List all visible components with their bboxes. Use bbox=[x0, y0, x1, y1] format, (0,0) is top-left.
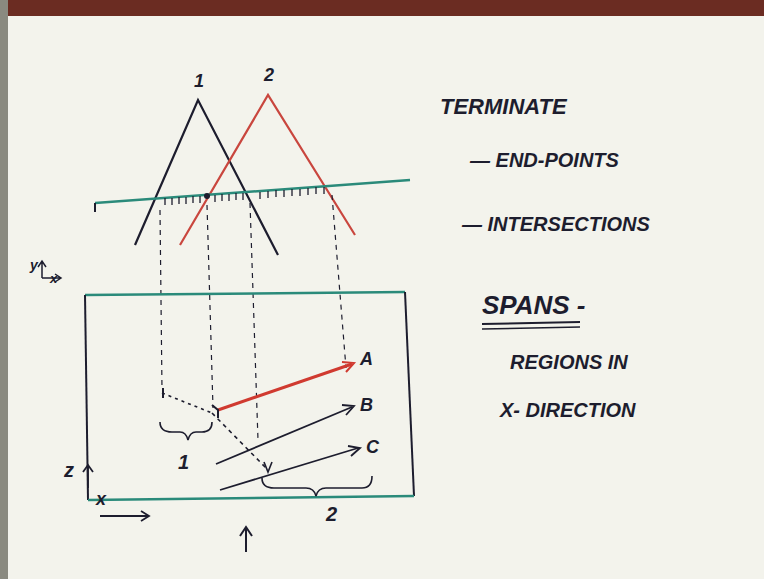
note-text: — END-POINTS bbox=[470, 150, 619, 170]
projection-lines bbox=[160, 195, 346, 440]
span-brace bbox=[262, 476, 372, 496]
scan-line bbox=[95, 180, 410, 203]
line-c bbox=[220, 448, 358, 490]
axis-label: x bbox=[50, 272, 57, 285]
plane-right bbox=[405, 292, 414, 496]
axis-label: y bbox=[30, 258, 38, 272]
line-label: C bbox=[366, 438, 379, 456]
segment-end bbox=[212, 405, 218, 418]
axis-label: z bbox=[64, 460, 74, 480]
axis-arrow bbox=[38, 261, 46, 278]
span-number: 1 bbox=[178, 452, 189, 472]
underline bbox=[482, 322, 580, 324]
line-label: B bbox=[360, 396, 373, 414]
intersection-dot bbox=[204, 193, 210, 199]
hidden-segment bbox=[162, 393, 212, 413]
underline bbox=[482, 327, 580, 329]
note-text: SPANS - bbox=[482, 292, 586, 318]
span-number: 2 bbox=[326, 504, 337, 524]
arrow-a bbox=[342, 362, 354, 372]
polygon-2 bbox=[180, 95, 355, 245]
scan-hatching bbox=[165, 187, 324, 205]
axis-label: x bbox=[96, 490, 106, 508]
note-text: REGIONS IN bbox=[510, 352, 628, 372]
plane-top bbox=[85, 292, 405, 295]
line-label: A bbox=[360, 350, 373, 368]
polygon-number: 1 bbox=[194, 72, 204, 90]
note-text: X- DIRECTION bbox=[500, 400, 636, 420]
scan-line-end bbox=[94, 203, 96, 212]
axis-arrow bbox=[100, 511, 149, 521]
left-edge bbox=[0, 0, 8, 579]
arrow-b bbox=[342, 405, 354, 415]
top-band bbox=[0, 0, 764, 16]
segment-end bbox=[162, 388, 164, 398]
span-brace bbox=[160, 422, 212, 440]
arrow-tip bbox=[264, 462, 272, 472]
line-a bbox=[218, 364, 352, 410]
note-text: — INTERSECTIONS bbox=[462, 214, 650, 234]
scan-position-arrow bbox=[240, 527, 252, 552]
arrow-c bbox=[348, 446, 360, 456]
axis-arrow bbox=[83, 465, 93, 488]
polygon-number: 2 bbox=[264, 66, 274, 84]
note-text: TERMINATE bbox=[440, 96, 567, 118]
plane-bottom bbox=[88, 496, 414, 500]
polygon-1 bbox=[135, 100, 278, 255]
